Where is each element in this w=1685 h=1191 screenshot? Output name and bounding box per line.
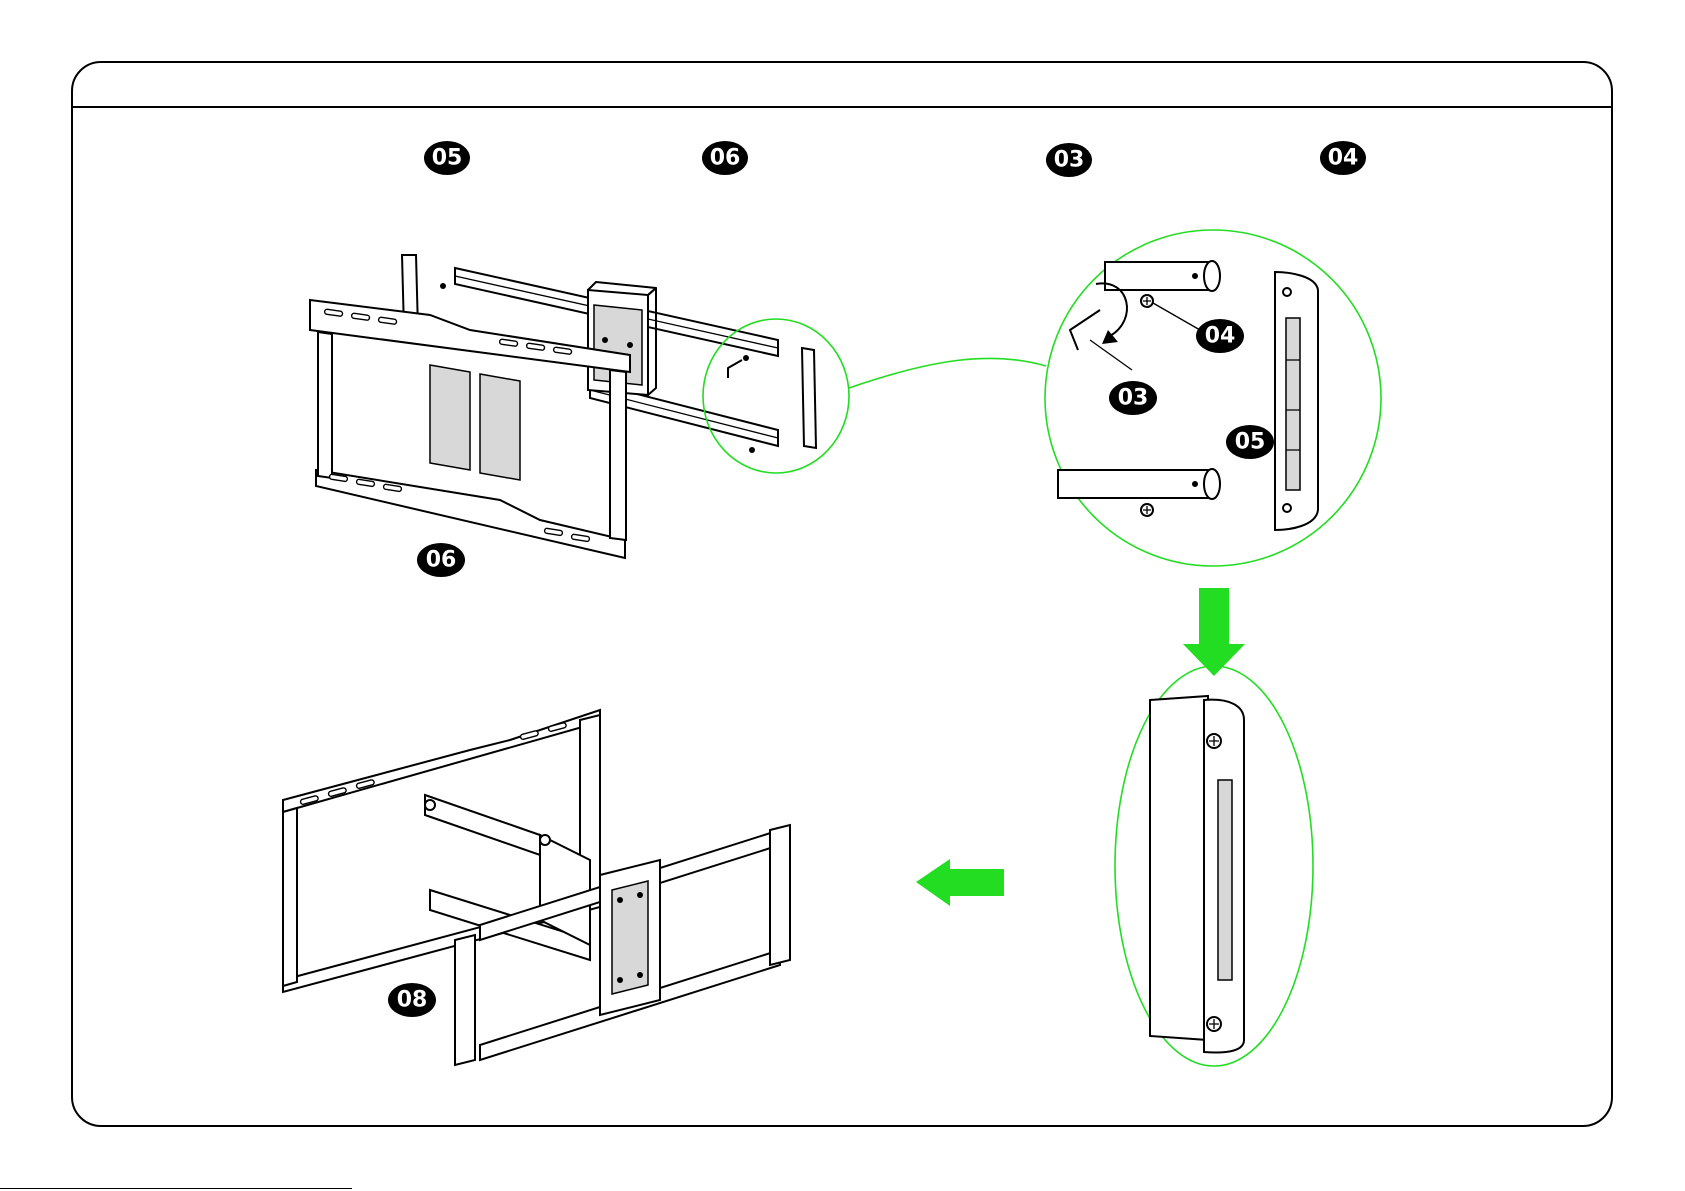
frame-badge-06: 06	[417, 543, 465, 577]
tv-plate-center	[600, 860, 660, 1015]
down-arrow-icon	[1183, 588, 1245, 676]
screw-installed-bottom	[1207, 1017, 1221, 1031]
detail-badge-03: 03	[1109, 381, 1157, 415]
detail-badge-04: 04	[1196, 319, 1244, 353]
detail-badge-04-label: 04	[1205, 324, 1236, 349]
installed-detail	[1115, 666, 1313, 1066]
part-badge-03: 03	[1046, 143, 1092, 177]
detail-badge-03-label: 03	[1118, 386, 1149, 411]
part-badge-03-label: 03	[1054, 148, 1085, 173]
assembly-badge-08: 08	[388, 983, 436, 1017]
top-assembly-illustration: 06	[310, 255, 1046, 577]
screw-installed-top	[1207, 734, 1221, 748]
end-cap-small	[802, 348, 816, 448]
part-badge-04: 04	[1320, 141, 1366, 175]
hex-key-small	[728, 360, 742, 378]
detail-badge-05: 05	[1226, 425, 1274, 459]
left-arrow-icon	[916, 859, 1004, 906]
screw-04-bottom	[1141, 504, 1153, 516]
detail-badge-05-label: 05	[1235, 430, 1266, 455]
bottom-assembly-illustration: 08	[283, 710, 790, 1065]
rail-tube-bottom	[1058, 470, 1212, 498]
part-badge-06: 06	[702, 141, 748, 175]
part-badge-05-label: 05	[432, 146, 463, 171]
part-badge-06-label: 06	[710, 146, 741, 171]
rotate-arrow-icon	[1096, 283, 1127, 336]
callout-leader-line	[849, 358, 1046, 388]
parts-header: 05 06 03 04	[424, 141, 1366, 177]
zoom-detail: 04 03 05	[1045, 230, 1381, 566]
screw-04-top	[1141, 295, 1153, 307]
frame-badge-06-label: 06	[426, 548, 457, 573]
part-badge-04-label: 04	[1328, 146, 1359, 171]
tv-bracket-frame-06	[310, 300, 630, 558]
assembly-badge-08-label: 08	[397, 988, 428, 1013]
end-cap-05	[1275, 272, 1318, 530]
part-badge-05: 05	[424, 141, 470, 175]
footer-rule	[0, 1188, 352, 1189]
